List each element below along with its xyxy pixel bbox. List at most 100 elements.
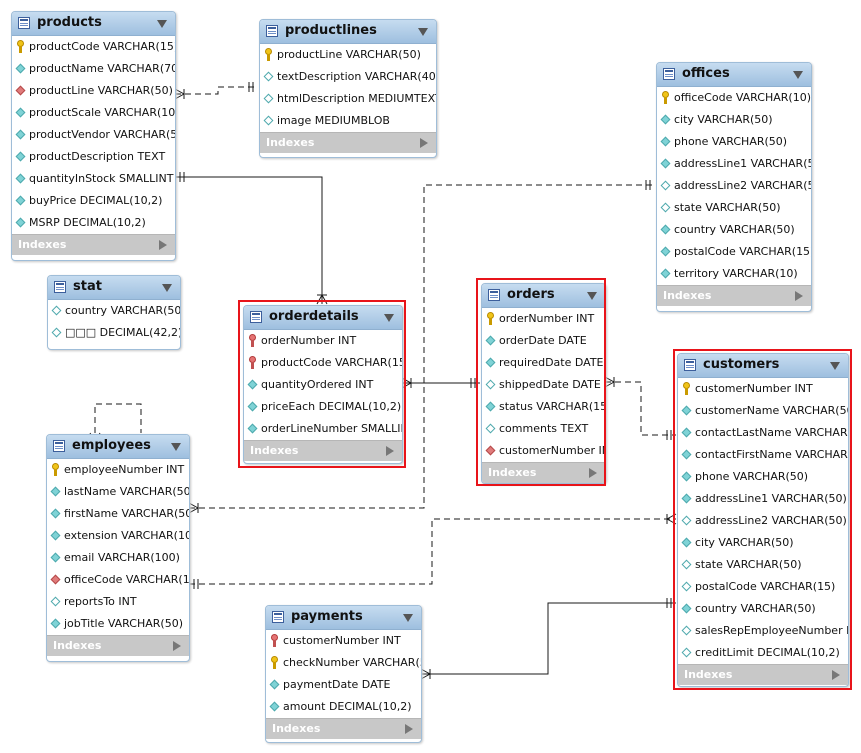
column-row[interactable]: country VARCHAR(50)	[657, 219, 811, 241]
column-row[interactable]: orderNumber INT	[244, 330, 402, 352]
collapse-arrow-icon[interactable]	[157, 20, 167, 28]
indexes-footer[interactable]: Indexes	[657, 285, 811, 306]
expand-arrow-icon[interactable]	[159, 240, 167, 250]
column-row[interactable]: addressLine1 VARCHAR(50)	[657, 153, 811, 175]
column-row[interactable]: employeeNumber INT	[47, 459, 189, 481]
expand-arrow-icon[interactable]	[173, 641, 181, 651]
column-row[interactable]: postalCode VARCHAR(15)	[657, 241, 811, 263]
table-header[interactable]: productlines	[260, 20, 436, 44]
column-row[interactable]: customerNumber INT	[266, 630, 421, 652]
expand-arrow-icon[interactable]	[420, 138, 428, 148]
column-row[interactable]: state VARCHAR(50)	[657, 197, 811, 219]
column-row[interactable]: extension VARCHAR(10)	[47, 525, 189, 547]
column-row[interactable]: contactFirstName VARCHAR(50)	[678, 444, 848, 466]
column-row[interactable]: requiredDate DATE	[482, 352, 605, 374]
column-row[interactable]: firstName VARCHAR(50)	[47, 503, 189, 525]
expand-arrow-icon[interactable]	[589, 468, 597, 478]
column-row[interactable]: country VARCHAR(50)	[48, 300, 180, 322]
indexes-footer[interactable]: Indexes	[47, 635, 189, 656]
column-row[interactable]: status VARCHAR(15)	[482, 396, 605, 418]
column-row[interactable]: shippedDate DATE	[482, 374, 605, 396]
column-row[interactable]: state VARCHAR(50)	[678, 554, 848, 576]
column-row[interactable]: productVendor VARCHAR(50)	[12, 124, 175, 146]
column-row[interactable]: image MEDIUMBLOB	[260, 110, 436, 132]
column-row[interactable]: officeCode VARCHAR(10)	[47, 569, 189, 591]
collapse-arrow-icon[interactable]	[162, 284, 172, 292]
collapse-arrow-icon[interactable]	[403, 614, 413, 622]
indexes-footer[interactable]: Indexes	[244, 440, 402, 461]
column-row[interactable]: customerName VARCHAR(50)	[678, 400, 848, 422]
collapse-arrow-icon[interactable]	[587, 292, 597, 300]
column-row[interactable]: productLine VARCHAR(50)	[260, 44, 436, 66]
column-row[interactable]: orderLineNumber SMALLINT	[244, 418, 402, 440]
column-row[interactable]: textDescription VARCHAR(4000)	[260, 66, 436, 88]
column-row[interactable]: priceEach DECIMAL(10,2)	[244, 396, 402, 418]
expand-arrow-icon[interactable]	[832, 670, 840, 680]
indexes-footer[interactable]: Indexes	[266, 718, 421, 739]
column-row[interactable]: □□□ DECIMAL(42,2)	[48, 322, 180, 344]
table-header[interactable]: stat	[48, 276, 180, 300]
column-row[interactable]: salesRepEmployeeNumber INT	[678, 620, 848, 642]
column-row[interactable]: phone VARCHAR(50)	[678, 466, 848, 488]
column-row[interactable]: orderNumber INT	[482, 308, 605, 330]
column-row[interactable]: territory VARCHAR(10)	[657, 263, 811, 285]
collapse-arrow-icon[interactable]	[418, 28, 428, 36]
column-row[interactable]: addressLine1 VARCHAR(50)	[678, 488, 848, 510]
table-header[interactable]: orders	[482, 284, 605, 308]
column-row[interactable]: phone VARCHAR(50)	[657, 131, 811, 153]
expand-arrow-icon[interactable]	[386, 446, 394, 456]
expand-arrow-icon[interactable]	[795, 291, 803, 301]
column-row[interactable]: customerNumber INT	[678, 378, 848, 400]
collapse-arrow-icon[interactable]	[171, 443, 181, 451]
column-row[interactable]: buyPrice DECIMAL(10,2)	[12, 190, 175, 212]
indexes-footer[interactable]: Indexes	[260, 132, 436, 153]
expand-arrow-icon[interactable]	[405, 724, 413, 734]
column-row[interactable]: lastName VARCHAR(50)	[47, 481, 189, 503]
column-row[interactable]: email VARCHAR(100)	[47, 547, 189, 569]
indexes-footer[interactable]: Indexes	[12, 234, 175, 255]
column-row[interactable]: country VARCHAR(50)	[678, 598, 848, 620]
table-header[interactable]: customers	[678, 354, 848, 378]
column-row[interactable]: reportsTo INT	[47, 591, 189, 613]
column-row[interactable]: quantityInStock SMALLINT	[12, 168, 175, 190]
column-row[interactable]: productScale VARCHAR(10)	[12, 102, 175, 124]
column-row[interactable]: city VARCHAR(50)	[657, 109, 811, 131]
column-row[interactable]: jobTitle VARCHAR(50)	[47, 613, 189, 635]
column-row[interactable]: contactLastName VARCHAR(50)	[678, 422, 848, 444]
column-row[interactable]: comments TEXT	[482, 418, 605, 440]
indexes-footer[interactable]: Indexes	[482, 462, 605, 483]
column-row[interactable]: paymentDate DATE	[266, 674, 421, 696]
column-row[interactable]: addressLine2 VARCHAR(50)	[678, 510, 848, 532]
column-row[interactable]: quantityOrdered INT	[244, 374, 402, 396]
column-row[interactable]: orderDate DATE	[482, 330, 605, 352]
column-row[interactable]: city VARCHAR(50)	[678, 532, 848, 554]
table-header[interactable]: offices	[657, 63, 811, 87]
collapse-arrow-icon[interactable]	[384, 314, 394, 322]
column-row[interactable]: productCode VARCHAR(15)	[12, 36, 175, 58]
column-row[interactable]: checkNumber VARCHAR(50)	[266, 652, 421, 674]
table-header[interactable]: employees	[47, 435, 189, 459]
column-row[interactable]: htmlDescription MEDIUMTEXT	[260, 88, 436, 110]
column-row[interactable]: MSRP DECIMAL(10,2)	[12, 212, 175, 234]
column-row[interactable]: productLine VARCHAR(50)	[12, 80, 175, 102]
collapse-arrow-icon[interactable]	[793, 71, 803, 79]
column-row[interactable]: productDescription TEXT	[12, 146, 175, 168]
table-header[interactable]: orderdetails	[244, 306, 402, 330]
column-row[interactable]: customerNumber INT	[482, 440, 605, 462]
indexes-footer[interactable]: Indexes	[678, 664, 848, 685]
column-row[interactable]: officeCode VARCHAR(10)	[657, 87, 811, 109]
collapse-arrow-icon[interactable]	[830, 362, 840, 370]
column-row[interactable]: postalCode VARCHAR(15)	[678, 576, 848, 598]
column-row[interactable]: amount DECIMAL(10,2)	[266, 696, 421, 718]
table-header[interactable]: payments	[266, 606, 421, 630]
column-row[interactable]: creditLimit DECIMAL(10,2)	[678, 642, 848, 664]
